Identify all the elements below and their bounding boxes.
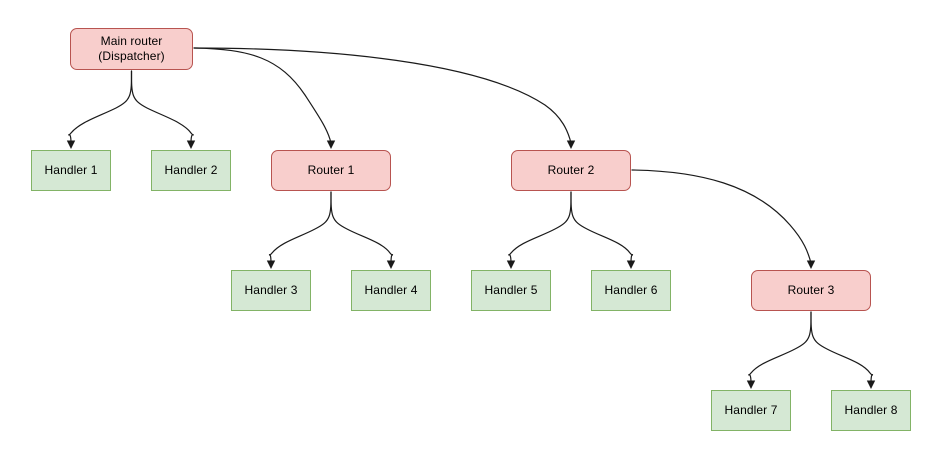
- node-label-r3: Router 3: [787, 283, 835, 297]
- node-h4[interactable]: Handler 4: [351, 270, 431, 311]
- arrowhead-e-r2-h6: [626, 260, 636, 269]
- edge-e-r2-r3: [631, 169, 812, 264]
- edge-e-r1-h3: [268, 191, 332, 264]
- arrowhead-e-r2-h5: [506, 260, 516, 269]
- node-h7[interactable]: Handler 7: [711, 390, 791, 431]
- node-r1[interactable]: Router 1: [271, 150, 391, 191]
- node-label-h3: Handler 3: [244, 283, 298, 297]
- edge-e-r2-h6: [570, 191, 634, 264]
- node-label-r1: Router 1: [307, 163, 355, 177]
- node-h3[interactable]: Handler 3: [231, 270, 311, 311]
- arrowhead-e-r3-h7: [746, 380, 756, 389]
- edge-path-group: [68, 47, 874, 384]
- edge-e-main-r2: [193, 47, 572, 144]
- node-h8[interactable]: Handler 8: [831, 390, 911, 431]
- node-label-h1: Handler 1: [44, 163, 98, 177]
- node-main[interactable]: Main router (Dispatcher): [70, 28, 193, 70]
- edge-e-main-r1: [193, 47, 332, 144]
- node-h6[interactable]: Handler 6: [591, 270, 671, 311]
- arrowhead-e-r2-r3: [806, 260, 816, 269]
- node-label-h2: Handler 2: [164, 163, 218, 177]
- node-label-r2: Router 2: [547, 163, 595, 177]
- node-r2[interactable]: Router 2: [511, 150, 631, 191]
- node-label-h4: Handler 4: [364, 283, 418, 297]
- arrowhead-e-main-h2: [186, 140, 196, 149]
- edge-e-main-h2: [130, 70, 194, 144]
- node-r3[interactable]: Router 3: [751, 270, 871, 311]
- arrowhead-e-r1-h4: [386, 260, 396, 269]
- node-label-h7: Handler 7: [724, 403, 778, 417]
- node-h1[interactable]: Handler 1: [31, 150, 111, 191]
- edge-e-r3-h7: [748, 311, 812, 384]
- arrowhead-e-main-r1: [326, 140, 336, 149]
- node-h2[interactable]: Handler 2: [151, 150, 231, 191]
- node-label-h6: Handler 6: [604, 283, 658, 297]
- edge-e-r3-h8: [810, 311, 874, 384]
- node-label-h5: Handler 5: [484, 283, 538, 297]
- arrowhead-e-r1-h3: [266, 260, 276, 269]
- node-label-main: Main router (Dispatcher): [98, 34, 165, 63]
- edge-e-main-h1: [68, 70, 133, 144]
- node-h5[interactable]: Handler 5: [471, 270, 551, 311]
- edge-e-r2-h5: [508, 191, 572, 264]
- arrowhead-e-r3-h8: [866, 380, 876, 389]
- edge-e-r1-h4: [330, 191, 394, 264]
- arrowhead-e-main-r2: [566, 140, 576, 149]
- node-label-h8: Handler 8: [844, 403, 898, 417]
- arrowhead-e-main-h1: [66, 140, 76, 149]
